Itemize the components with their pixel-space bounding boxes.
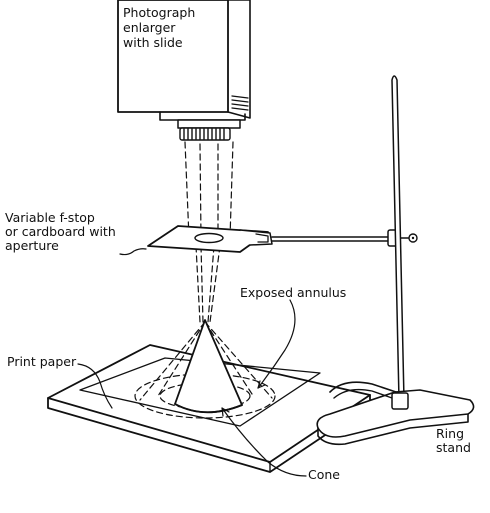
print-paper-label: Print paper [7, 354, 77, 369]
light-beam [139, 141, 273, 401]
lens [179, 127, 231, 141]
cone [174, 319, 243, 414]
aperture-card [147, 225, 273, 253]
enlarger-label: Photograph enlarger with slide [123, 5, 196, 50]
enlarger [117, 0, 251, 141]
ring-stand-label: Ring stand [436, 426, 471, 455]
annulus-label: Exposed annulus [240, 285, 347, 300]
ring-stand [316, 75, 475, 446]
leader-lines [77, 248, 307, 477]
aperture-hole [194, 232, 224, 244]
aperture-label: Variable f-stop or cardboard with apertu… [5, 210, 116, 253]
cone-label: Cone [308, 467, 340, 482]
enlarger-vents [231, 95, 249, 111]
